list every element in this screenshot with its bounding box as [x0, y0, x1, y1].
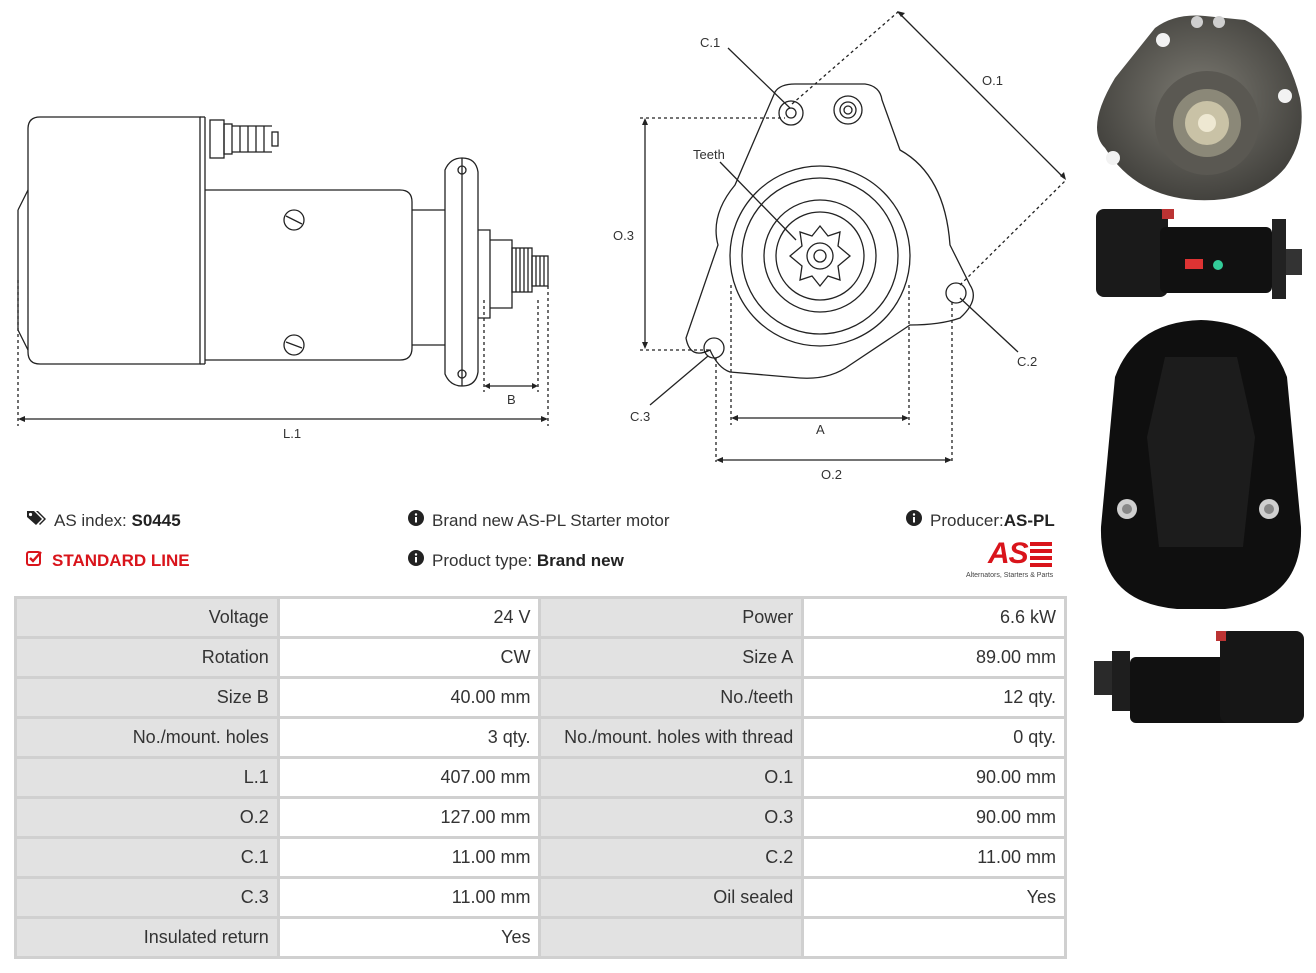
spec-value-cell: 6.6 kW	[804, 599, 1064, 636]
spec-label-cell: Oil sealed	[541, 879, 802, 916]
as-logo-tagline: Alternators, Starters & Parts	[966, 572, 1054, 579]
product-photo-side-2	[1094, 631, 1304, 723]
producer-label: Producer:	[930, 510, 1004, 530]
product-type: Product type: Brand new	[408, 550, 624, 571]
spec-label-cell: O.3	[541, 799, 802, 836]
spec-label-cell: Size B	[17, 679, 277, 716]
dim-label-teeth: Teeth	[693, 147, 725, 162]
spec-value-cell: 90.00 mm	[804, 759, 1064, 796]
spec-label-cell: Power	[541, 599, 802, 636]
spec-value-cell: 11.00 mm	[279, 879, 539, 916]
info-icon	[408, 550, 424, 571]
dim-label-l1: L.1	[283, 426, 301, 441]
product-type-label: Product type:	[432, 550, 533, 570]
spec-value-cell: Yes	[804, 879, 1064, 916]
dim-label-c1: C.1	[700, 35, 720, 50]
as-index-value: S0445	[131, 510, 181, 530]
standard-line-label: STANDARD LINE	[52, 550, 190, 570]
dim-label-o2: O.2	[821, 467, 842, 482]
product-type-value: Brand new	[536, 550, 624, 570]
spec-label-cell: No./mount. holes with thread	[541, 719, 802, 756]
spec-value-cell: 40.00 mm	[279, 679, 539, 716]
as-index: AS index: S0445	[26, 510, 181, 531]
description-text: Brand new AS-PL Starter motor	[432, 510, 670, 530]
spec-label-cell: No./teeth	[541, 679, 802, 716]
dim-label-a: A	[816, 422, 825, 437]
tags-icon	[26, 510, 46, 531]
spec-value-cell: 24 V	[279, 599, 539, 636]
spec-value-cell: CW	[279, 639, 539, 676]
spec-label-cell: Voltage	[17, 599, 277, 636]
spec-label-cell: No./mount. holes	[17, 719, 277, 756]
producer-value: AS-PL	[1003, 510, 1055, 530]
spec-label-cell: L.1	[17, 759, 277, 796]
front-view-drawing: C.1 O.1 Teeth O.3 C.2 C.3 A O.2	[613, 11, 1067, 482]
dim-label-o1: O.1	[982, 73, 1003, 88]
spec-value-cell: 407.00 mm	[279, 759, 539, 796]
dim-label-c3: C.3	[630, 409, 650, 424]
dim-label-c2: C.2	[1017, 354, 1037, 369]
as-logo-mark: AS	[988, 537, 1029, 570]
product-photo-back	[1100, 320, 1302, 609]
spec-value-cell: 0 qty.	[804, 719, 1064, 756]
spec-label-cell: C.1	[17, 839, 277, 876]
spec-value-cell: 11.00 mm	[804, 839, 1064, 876]
spec-label-cell: Insulated return	[17, 919, 277, 956]
info-icon	[906, 510, 922, 531]
checkbox-check-icon	[26, 550, 44, 571]
dim-label-b: B	[507, 392, 516, 407]
description: Brand new AS-PL Starter motor	[408, 510, 669, 531]
spec-value-cell: Yes	[279, 919, 539, 956]
spec-value-cell: 12 qty.	[804, 679, 1064, 716]
info-icon	[408, 510, 424, 531]
spec-value-cell: 90.00 mm	[804, 799, 1064, 836]
product-photo-side	[1096, 209, 1302, 299]
dim-label-o3: O.3	[613, 228, 634, 243]
spec-label-cell: O.1	[541, 759, 802, 796]
as-index-label: AS index:	[54, 510, 127, 530]
spec-label-cell	[541, 919, 802, 956]
product-photo-front	[1097, 15, 1302, 201]
spec-value-cell	[804, 919, 1064, 956]
spec-label-cell: C.2	[541, 839, 802, 876]
spec-label-cell: Rotation	[17, 639, 277, 676]
producer: Producer:AS-PL	[906, 510, 1055, 531]
spec-label-cell: Size A	[541, 639, 802, 676]
spec-value-cell: 127.00 mm	[279, 799, 539, 836]
spec-label-cell: O.2	[17, 799, 277, 836]
side-view-drawing: L.1 B	[17, 116, 549, 441]
spec-value-cell: 89.00 mm	[804, 639, 1064, 676]
spec-value-cell: 11.00 mm	[279, 839, 539, 876]
spec-value-cell: 3 qty.	[279, 719, 539, 756]
standard-line: STANDARD LINE	[26, 550, 190, 571]
as-logo-bars	[1030, 542, 1052, 567]
as-logo: AS Alternators, Starters & Parts	[964, 538, 1068, 584]
spec-label-cell: C.3	[17, 879, 277, 916]
